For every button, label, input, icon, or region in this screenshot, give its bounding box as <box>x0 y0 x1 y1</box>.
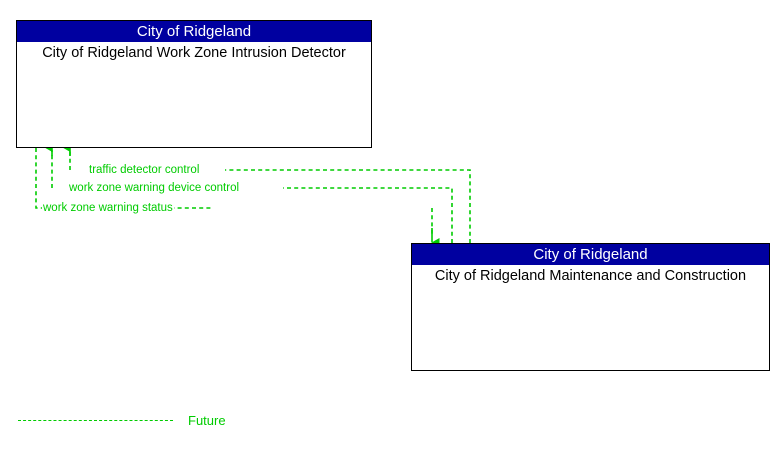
element-stakeholder-header: City of Ridgeland <box>17 21 371 42</box>
flow-path-work-zone-warning-status <box>35 148 440 247</box>
flow-path-work-zone-warning-device-control <box>44 143 453 243</box>
flow-label-traffic-detector-control[interactable]: traffic detector control <box>88 164 201 176</box>
flow-label-work-zone-warning-device-control[interactable]: work zone warning device control <box>68 182 241 194</box>
element-box-intrusion-detector[interactable]: City of Ridgeland City of Ridgeland Work… <box>16 20 372 148</box>
legend-label-future: Future <box>188 413 226 428</box>
legend: Future <box>18 412 248 430</box>
flow-label-work-zone-warning-status[interactable]: work zone warning status <box>42 202 174 214</box>
element-name-label: City of Ridgeland Work Zone Intrusion De… <box>42 45 346 61</box>
element-name-label: City of Ridgeland Maintenance and Constr… <box>434 268 747 284</box>
element-stakeholder-header: City of Ridgeland <box>412 244 769 265</box>
element-box-maintenance-construction[interactable]: City of Ridgeland City of Ridgeland Main… <box>411 243 770 371</box>
legend-dashed-line-future <box>18 420 173 421</box>
flow-path-traffic-detector-control <box>62 143 471 243</box>
